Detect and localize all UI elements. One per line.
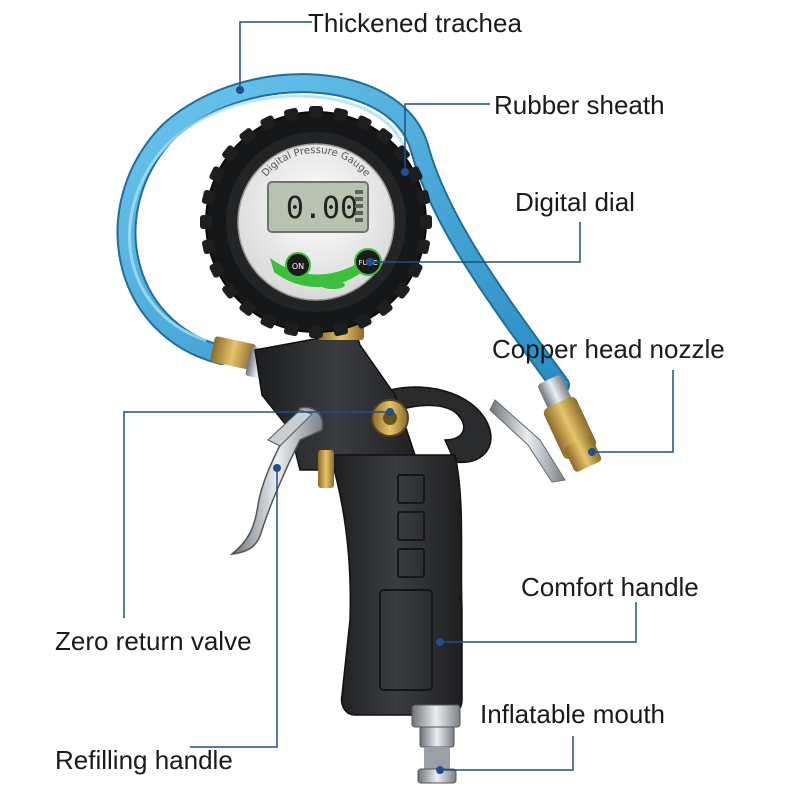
sheath-tooth	[222, 282, 238, 299]
refilling-handle-tab	[267, 409, 313, 447]
leader-copper-head-nozzle	[592, 370, 674, 453]
sheath-tooth	[376, 300, 393, 316]
label-rubber-sheath: Rubber sheath	[494, 90, 665, 120]
sheath-tooth	[201, 238, 216, 255]
sheath-tooth	[209, 261, 225, 278]
sheath-tooth	[332, 107, 349, 122]
sheath-tooth	[407, 261, 423, 278]
sheath-tooth	[283, 322, 300, 337]
leader-lines	[123, 21, 674, 771]
hose-shine	[128, 94, 407, 342]
leader-refilling-handle	[190, 468, 278, 748]
sheath-tooth	[239, 128, 256, 144]
leader-zero-return-valve	[123, 411, 390, 618]
sheath-tooth	[394, 282, 410, 299]
sheath-tooth	[222, 145, 238, 162]
sheath-tooth	[420, 215, 432, 229]
digital-pressure-gauge: Digital Pressure Gauge 0.00 ON FUNC	[200, 106, 432, 338]
sheath-tooth	[239, 300, 256, 316]
sheath-tooth	[416, 238, 431, 255]
leader-thickened-trachea	[239, 21, 312, 88]
inflatable-mouth	[411, 704, 461, 784]
on-button	[285, 252, 311, 278]
sheath-tooth	[355, 313, 372, 329]
sheath-tooth	[260, 115, 277, 131]
sheath-tooth	[201, 189, 216, 206]
sheath-tooth	[332, 322, 349, 337]
rubber-sheath-teeth	[200, 106, 432, 338]
label-copper-head-nozzle: Copper head nozzle	[492, 334, 725, 364]
sheath-tooth	[283, 107, 300, 122]
sheath-tooth	[309, 326, 323, 338]
on-button-label: ON	[292, 262, 304, 271]
leader-comfort-handle	[440, 602, 637, 643]
leader-dots	[236, 86, 596, 774]
leader-digital-dial	[370, 222, 581, 263]
copper-head-nozzle	[489, 375, 602, 483]
label-inflatable-mouth: Inflatable mouth	[480, 699, 666, 729]
lcd-screen	[267, 181, 369, 233]
label-digital-dial: Digital dial	[515, 187, 635, 217]
label-comfort-handle: Comfort handle	[521, 572, 699, 602]
leader-inflatable-mouth	[440, 736, 574, 771]
label-refilling-handle: Refilling handle	[55, 745, 233, 775]
label-thickened-trachea: Thickened trachea	[308, 8, 522, 38]
sheath-tooth	[376, 128, 393, 144]
leader-rubber-sheath	[404, 103, 490, 170]
sheath-tooth	[416, 189, 431, 206]
sheath-tooth	[394, 145, 410, 162]
sheath-tooth	[309, 106, 323, 118]
zero-return-valve	[371, 399, 409, 437]
side-stud	[318, 450, 334, 488]
hose-highlight	[118, 75, 568, 393]
sheath-tooth	[260, 313, 277, 329]
sheath-tooth	[355, 115, 372, 131]
sheath-tooth	[209, 166, 225, 183]
sheath-tooth	[407, 166, 423, 183]
lcd-reading: 0.00	[286, 191, 358, 226]
gun-body	[254, 316, 492, 716]
sheath-tooth	[200, 215, 212, 229]
label-zero-return-valve: Zero return valve	[55, 626, 252, 656]
